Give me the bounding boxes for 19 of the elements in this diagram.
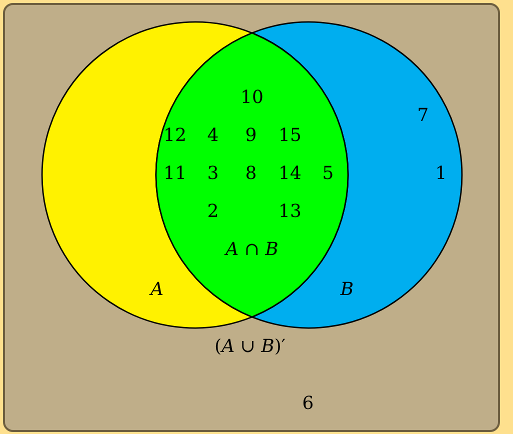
element-number: 8 <box>245 165 257 183</box>
set-label: B <box>340 281 354 299</box>
element-number: 11 <box>164 165 186 183</box>
element-number: 1 <box>435 165 447 183</box>
element-number: 3 <box>207 165 219 183</box>
element-number: 15 <box>278 127 302 145</box>
element-number: 6 <box>302 395 314 413</box>
element-number: 9 <box>245 127 257 145</box>
element-number: 12 <box>164 127 186 145</box>
element-number: 13 <box>278 203 302 221</box>
element-number: 7 <box>417 107 429 125</box>
region-label: A ∩ B <box>226 241 278 259</box>
element-number: 5 <box>322 165 334 183</box>
element-number: 10 <box>240 89 264 107</box>
set-label: A <box>150 281 164 299</box>
element-number: 2 <box>207 203 219 221</box>
region-label: (A ∪ B)′ <box>214 338 286 356</box>
element-number: 14 <box>278 165 302 183</box>
element-number: 4 <box>207 127 219 145</box>
